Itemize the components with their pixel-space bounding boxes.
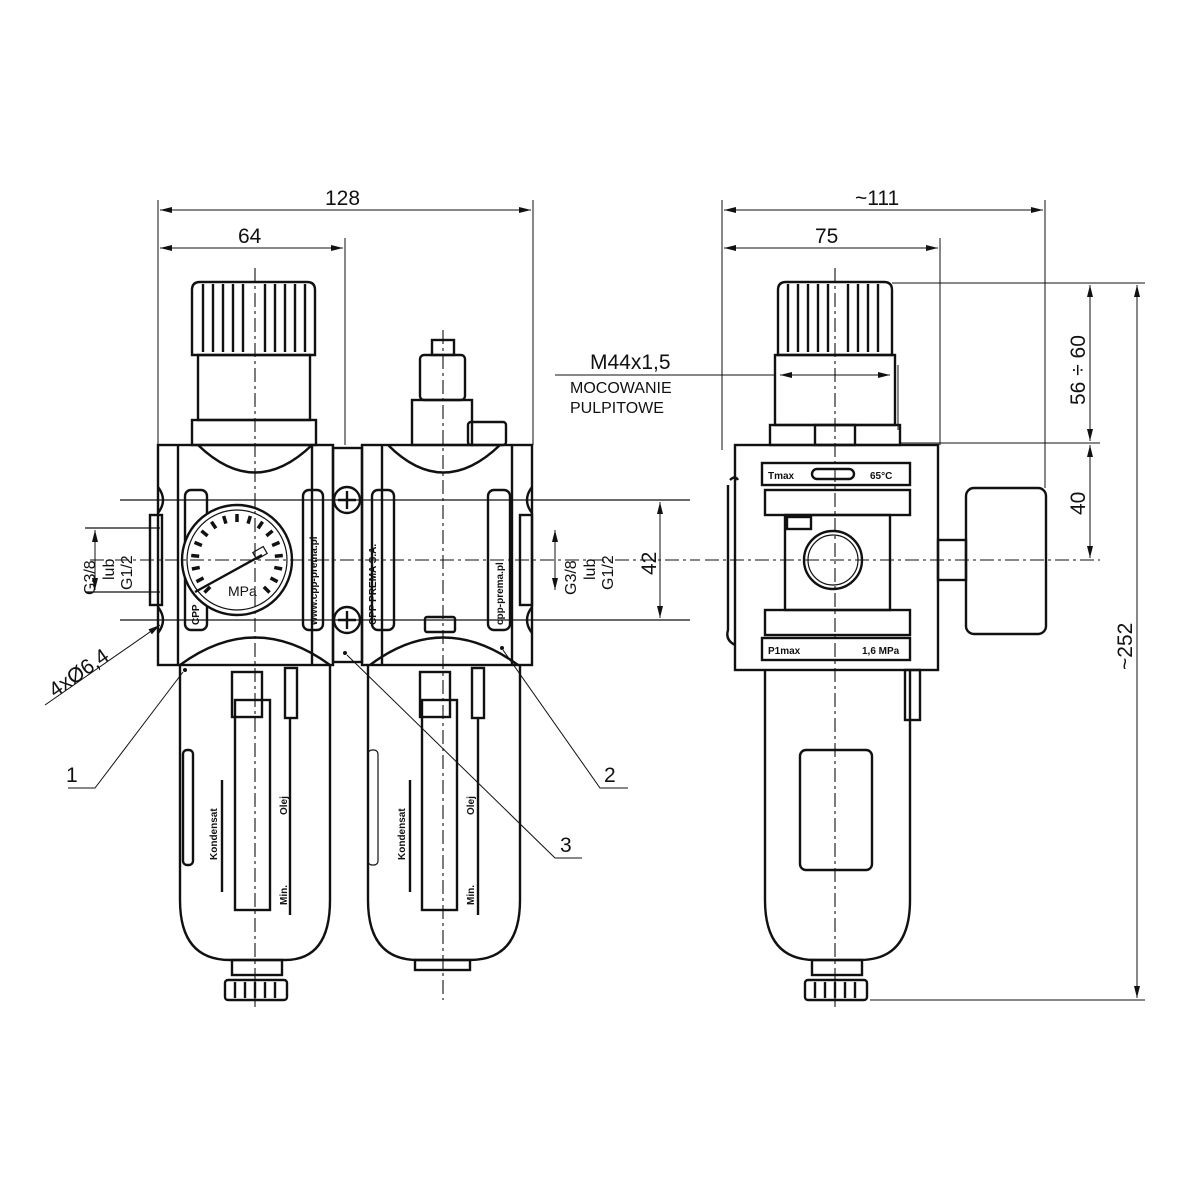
dim-mounting-holes: 4xØ6,4 <box>45 644 114 702</box>
gauge-tick <box>265 529 274 538</box>
port-thread-or-right: lub <box>582 559 599 580</box>
port-thread-g38-left: G3/8 <box>82 560 99 595</box>
dim-128: 128 <box>325 187 360 210</box>
side-dimensions: ~111 75 56 ÷ 60 40 ~252 M44x1,5 MOCOWANI… <box>555 187 1145 1001</box>
regulator-knob <box>190 280 318 447</box>
bowl-label-min-right: Min. <box>466 885 477 905</box>
gauge-tick <box>262 585 271 594</box>
gauge-tick <box>203 585 212 594</box>
side-gauge <box>964 486 1048 636</box>
dim-252: ~252 <box>1114 623 1137 670</box>
callout-3: 3 <box>560 834 572 857</box>
lubricator-fill-plug <box>410 338 508 447</box>
gauge-tick <box>256 520 265 530</box>
bowl-label-min-left: Min. <box>279 885 290 905</box>
web-label-regulator-short: w <box>309 617 320 626</box>
tmax-value: 65°C <box>870 471 892 482</box>
gauge-tick <box>195 576 205 584</box>
dim-111: ~111 <box>855 187 899 210</box>
tmax-label: Tmax <box>768 471 795 482</box>
callout-1: 1 <box>66 764 78 787</box>
dim-42: 42 <box>638 552 661 575</box>
brand-label-lubricator: CPP PREMA S.A. <box>368 544 379 625</box>
front-dimensions: 128 64 42 G3/8 lub G1/2 G3/8 lub G1/2 4x… <box>45 187 663 706</box>
gauge-tick <box>246 515 253 525</box>
callouts: 1 2 3 <box>66 646 628 859</box>
dim-knob-height: 56 ÷ 60 <box>1067 335 1090 405</box>
gauge-tick <box>200 529 209 538</box>
web-label-lubricator: cpp-prema.pl <box>495 562 506 625</box>
flow-direction-indicator <box>423 615 457 634</box>
dim-75: 75 <box>815 225 838 248</box>
gauge-unit: MPa <box>228 583 257 599</box>
callout-2: 2 <box>604 764 616 787</box>
lubricator-bowl: Kondensat Olej Min. <box>366 665 522 972</box>
gauge-tick <box>271 540 281 548</box>
gauge-tick <box>274 553 283 559</box>
panel-mount-thread: M44x1,5 <box>590 351 671 374</box>
gauge-tick <box>269 576 279 584</box>
port-label: G1/2 <box>789 519 807 528</box>
side-view: Tmax 65°C G1/2 P1max 1,6 MPa <box>705 268 1100 1010</box>
port-thread-or-left: lub <box>101 559 118 580</box>
pressure-gauge: MPa <box>180 503 294 617</box>
pmax-value: 1,6 MPa <box>862 646 900 657</box>
bowl-label-condensate-left: Kondensat <box>209 808 220 860</box>
brand-label-regulator: CPP <box>191 604 202 625</box>
port-thread-g12-left: G1/2 <box>119 555 136 590</box>
bowl-label-oil-left: Olej <box>279 796 290 815</box>
bowl-label-oil-right: Olej <box>466 796 477 815</box>
panel-mount-line1: MOCOWANIE <box>570 380 672 397</box>
gauge-tick <box>221 515 228 525</box>
gauge-tick <box>209 520 218 530</box>
front-view: CPP PREMA S.A. cpp-prema.pl CPP www.cpp-… <box>85 268 700 1010</box>
dim-64: 64 <box>238 225 262 248</box>
pmax-label: P1max <box>768 646 801 657</box>
filter-bowl: Kondensat Olej Min. <box>178 665 332 1002</box>
gauge-tick <box>191 553 200 559</box>
bowl-label-condensate-right: Kondensat <box>397 808 408 860</box>
gauge-tick <box>273 565 283 571</box>
dim-40: 40 <box>1067 492 1090 515</box>
port-thread-g38-right: G3/8 <box>563 560 580 595</box>
port-thread-g12-right: G1/2 <box>600 555 617 590</box>
web-label-regulator: www.cpp-prema.pl <box>309 536 320 626</box>
panel-mount-line2: PULPITOWE <box>570 400 664 417</box>
gauge-tick <box>193 540 203 548</box>
gauge-tick <box>191 565 201 571</box>
